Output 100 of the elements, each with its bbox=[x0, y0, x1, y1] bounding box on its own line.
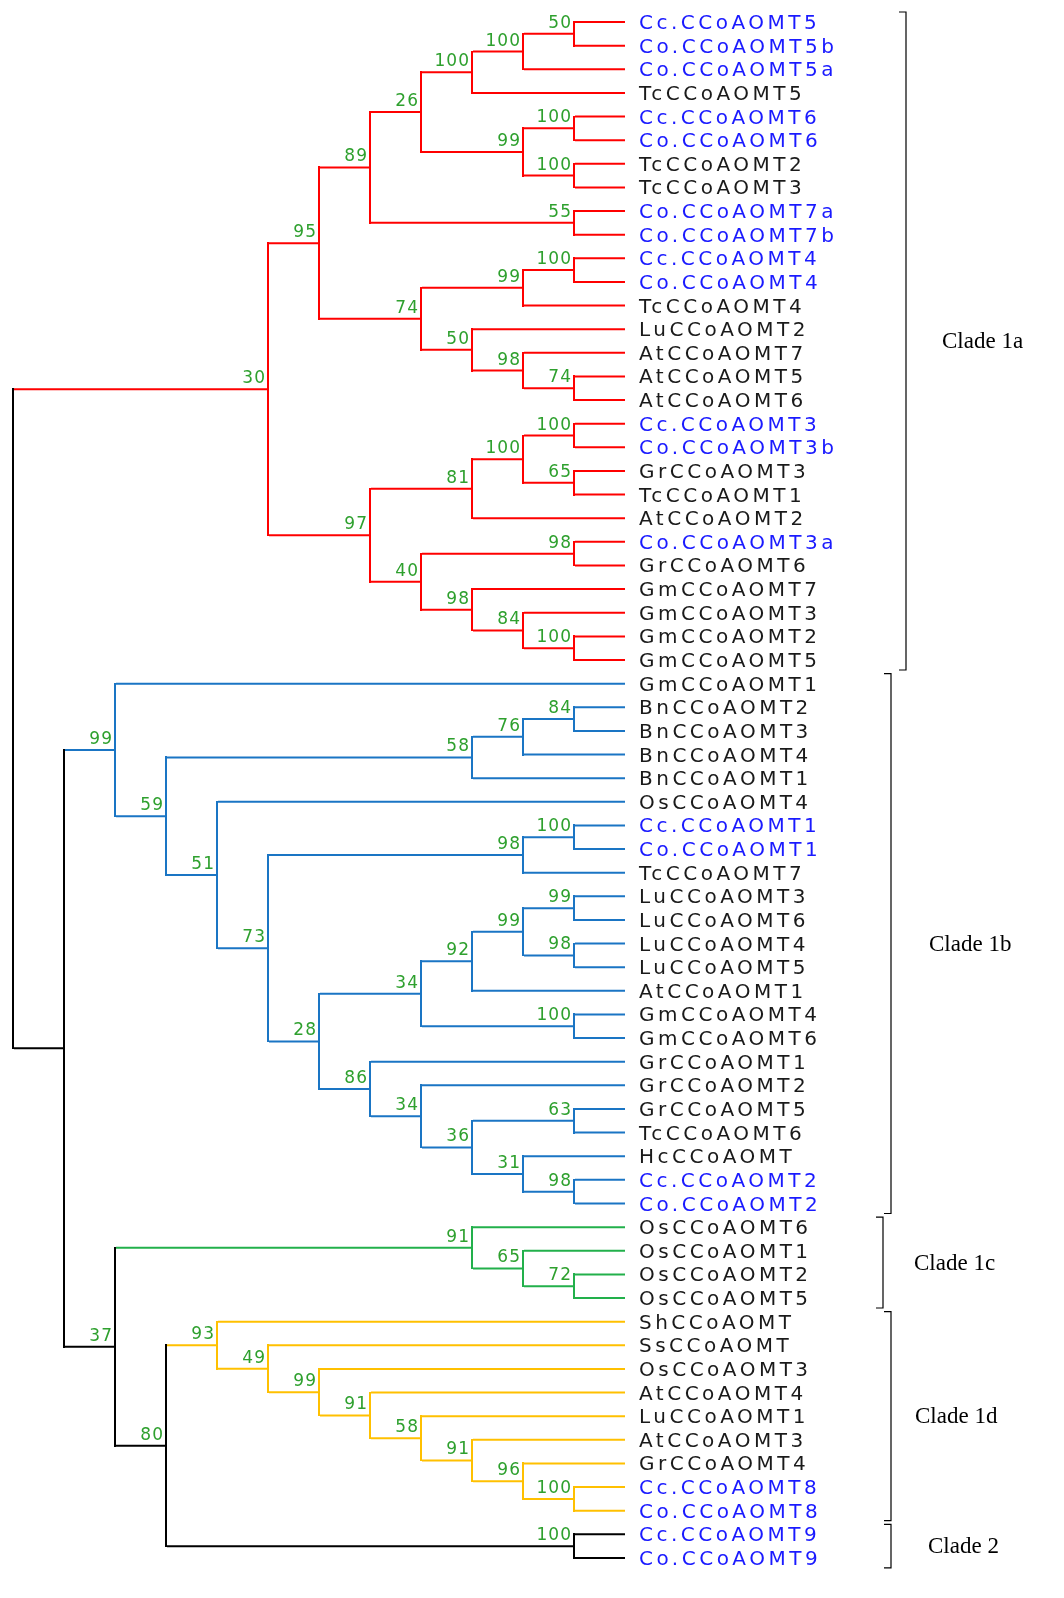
tree-branch bbox=[319, 1367, 626, 1370]
tree-branch bbox=[472, 629, 523, 632]
tree-branch bbox=[574, 422, 626, 425]
taxon-label: Cc.CCoAOMT2 bbox=[639, 1167, 821, 1192]
tree-branch bbox=[370, 487, 472, 490]
tree-branch bbox=[574, 493, 626, 496]
tree-branch bbox=[472, 588, 626, 591]
tree-branch bbox=[574, 1131, 626, 1134]
tree-branch bbox=[472, 989, 626, 992]
tree-branch bbox=[421, 608, 472, 611]
taxon-label: BnCCoAOMT4 bbox=[639, 742, 812, 767]
bootstrap-value: 59 bbox=[140, 795, 164, 814]
taxon-label: GrCCoAOMT6 bbox=[639, 553, 810, 578]
taxon-label: LuCCoAOMT5 bbox=[639, 955, 809, 980]
taxon-label: TcCCoAOMT6 bbox=[639, 1120, 806, 1145]
tree-branch bbox=[574, 44, 626, 47]
tree-branch bbox=[421, 552, 574, 555]
taxon-label: Cc.CCoAOMT8 bbox=[639, 1475, 821, 1500]
tree-branch bbox=[574, 848, 626, 851]
bootstrap-value: 34 bbox=[395, 1095, 419, 1114]
tree-branch bbox=[574, 115, 626, 118]
tree-branch bbox=[523, 174, 574, 177]
bootstrap-value: 50 bbox=[548, 12, 572, 31]
tree-branch bbox=[166, 756, 472, 759]
tree-branch bbox=[217, 1367, 268, 1370]
taxon-label: TcCCoAOMT2 bbox=[639, 151, 806, 176]
tree-branch bbox=[574, 729, 626, 732]
tree-branch bbox=[574, 280, 626, 283]
bootstrap-value: 40 bbox=[395, 560, 419, 579]
clade-label: Clade 1a bbox=[942, 328, 1024, 354]
tree-branch bbox=[472, 735, 523, 738]
bootstrap-value: 72 bbox=[548, 1265, 572, 1284]
taxon-label: GmCCoAOMT5 bbox=[639, 648, 821, 672]
tree-branch bbox=[472, 1119, 574, 1122]
taxon-label: LuCCoAOMT6 bbox=[639, 907, 809, 932]
bootstrap-value: 65 bbox=[497, 1247, 521, 1266]
bootstrap-value: 65 bbox=[548, 461, 572, 480]
tree-branch bbox=[523, 836, 574, 839]
tree-branch bbox=[472, 1172, 523, 1175]
tree-branch bbox=[421, 71, 472, 74]
taxon-label: GrCCoAOMT2 bbox=[639, 1073, 810, 1098]
tree-branch bbox=[574, 257, 626, 260]
tree-branch bbox=[370, 580, 421, 583]
bootstrap-value: 97 bbox=[344, 514, 368, 533]
tree-branch bbox=[574, 824, 626, 827]
tree-branch bbox=[217, 1320, 626, 1323]
tree-branch bbox=[574, 469, 626, 472]
tree-branch bbox=[217, 800, 626, 803]
tree-branch bbox=[574, 706, 626, 709]
tree-branch bbox=[268, 534, 370, 537]
bootstrap-value: 49 bbox=[242, 1347, 266, 1366]
taxon-label: GmCCoAOMT2 bbox=[639, 624, 821, 649]
tree-branch bbox=[574, 564, 626, 567]
taxon-label: Co.CCoAOMT1 bbox=[639, 837, 822, 862]
tree-branch bbox=[523, 954, 574, 957]
taxon-label: GmCCoAOMT1 bbox=[639, 671, 821, 696]
taxon-label: GmCCoAOMT3 bbox=[639, 600, 821, 625]
bootstrap-value: 73 bbox=[242, 927, 266, 946]
tree-branch bbox=[574, 1202, 626, 1205]
taxon-label: GmCCoAOMT6 bbox=[639, 1026, 821, 1051]
tree-branch bbox=[574, 139, 626, 142]
bootstrap-value: 100 bbox=[485, 30, 521, 49]
tree-branch bbox=[421, 960, 472, 963]
tree-branch bbox=[574, 1297, 626, 1299]
tree-branch bbox=[523, 269, 574, 272]
bootstrap-value: 36 bbox=[446, 1126, 470, 1145]
tree-branch bbox=[64, 1345, 115, 1348]
tree-branch bbox=[64, 748, 115, 751]
bootstrap-value: 76 bbox=[497, 715, 521, 734]
taxon-label: Cc.CCoAOMT4 bbox=[639, 246, 821, 271]
taxon-label: OsCCoAOMT5 bbox=[639, 1286, 812, 1310]
bootstrap-value: 99 bbox=[497, 130, 521, 149]
taxon-label: LuCCoAOMT2 bbox=[639, 317, 809, 342]
taxon-label: TcCCoAOMT1 bbox=[639, 482, 806, 507]
tree-branch bbox=[523, 1249, 626, 1252]
taxon-label: GrCCoAOMT3 bbox=[639, 458, 810, 483]
tree-branch bbox=[421, 1146, 472, 1149]
taxon-label: Cc.CCoAOMT1 bbox=[639, 813, 821, 838]
tree-branch bbox=[268, 1040, 319, 1043]
tree-branch bbox=[574, 446, 626, 449]
bootstrap-value: 100 bbox=[536, 816, 572, 835]
taxon-label: AtCCoAOMT3 bbox=[639, 1427, 807, 1452]
tree-branch bbox=[472, 458, 523, 461]
tree-branch bbox=[523, 1190, 574, 1193]
taxon-label: AtCCoAOMT4 bbox=[639, 1380, 807, 1405]
taxon-label: BnCCoAOMT1 bbox=[639, 766, 812, 791]
tree-branch bbox=[523, 387, 574, 390]
tree-branch bbox=[268, 853, 523, 856]
tree-branch bbox=[319, 992, 421, 995]
bootstrap-value: 91 bbox=[446, 1226, 470, 1245]
taxon-label: BnCCoAOMT2 bbox=[639, 695, 812, 720]
tree-branch bbox=[421, 1025, 574, 1028]
tree-branch bbox=[523, 647, 574, 650]
tree-branch bbox=[523, 481, 574, 484]
taxon-label: TcCCoAOMT5 bbox=[639, 80, 806, 105]
taxon-label: TcCCoAOMT4 bbox=[639, 293, 806, 318]
taxon-label: Co.CCoAOMT3a bbox=[639, 529, 837, 554]
tree-branch bbox=[574, 1108, 626, 1110]
bootstrap-value: 91 bbox=[446, 1439, 470, 1458]
bootstrap-value: 95 bbox=[293, 222, 317, 241]
